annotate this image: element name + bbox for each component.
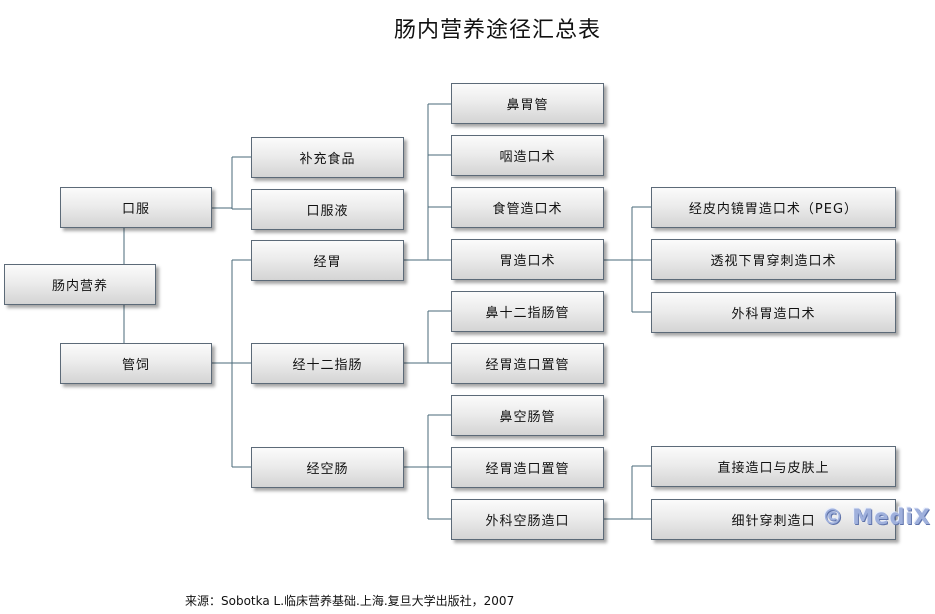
node-tube: 管饲	[60, 343, 212, 384]
node-pharyngostomy: 咽造口术	[451, 135, 604, 176]
node-nasojejunal: 鼻空肠管	[451, 395, 604, 436]
node-fluoro-gastrostomy-label: 透视下胃穿刺造口术	[710, 254, 837, 269]
node-jejunal-label: 经空肠	[306, 462, 349, 477]
node-gastric: 经胃	[251, 240, 404, 281]
node-tube-label: 管饲	[121, 358, 150, 373]
node-oral: 口服	[60, 187, 212, 228]
page-title: 肠内营养途径汇总表	[393, 18, 601, 43]
node-root-label: 肠内营养	[51, 279, 108, 294]
node-supplement-food-label: 补充食品	[299, 152, 356, 167]
node-nasojejunal-label: 鼻空肠管	[499, 410, 556, 425]
node-gastric-label: 经胃	[313, 255, 342, 270]
node-gastro-jejunal-tube: 经胃造口置管	[451, 447, 604, 488]
node-surgical-jejunostomy-label: 外科空肠造口	[485, 514, 570, 529]
source-citation: 来源：Sobotka L.临床营养基础.上海.复旦大学出版社，2007	[185, 594, 515, 608]
node-esophagostomy: 食管造口术	[451, 187, 604, 228]
node-nasoduodenal: 鼻十二指肠管	[451, 291, 604, 332]
node-direct-stoma: 直接造口与皮肤上	[651, 446, 896, 487]
node-needle-stoma-label: 细针穿刺造口	[731, 514, 816, 529]
node-pharyngostomy-label: 咽造口术	[499, 150, 556, 165]
node-supplement-food: 补充食品	[251, 137, 404, 178]
node-jejunal: 经空肠	[251, 447, 404, 488]
node-peg: 经皮内镜胃造口术（PEG）	[651, 187, 896, 228]
node-surgical-gastrostomy: 外科胃造口术	[651, 292, 896, 333]
node-peg-label: 经皮内镜胃造口术（PEG）	[688, 202, 859, 217]
node-oral-liquid-label: 口服液	[306, 204, 349, 219]
node-nasoduodenal-label: 鼻十二指肠管	[485, 306, 570, 321]
node-root: 肠内营养	[4, 264, 156, 305]
node-gastro-jejunal-tube-label: 经胃造口置管	[485, 462, 570, 477]
node-duodenal: 经十二指肠	[251, 343, 404, 384]
node-gastro-duodenal-tube-label: 经胃造口置管	[485, 358, 570, 373]
node-needle-stoma: 细针穿刺造口	[651, 499, 896, 540]
node-direct-stoma-label: 直接造口与皮肤上	[717, 461, 830, 476]
node-fluoro-gastrostomy: 透视下胃穿刺造口术	[651, 239, 896, 280]
node-gastro-duodenal-tube: 经胃造口置管	[451, 343, 604, 384]
node-nasogastric: 鼻胃管	[451, 83, 604, 124]
node-duodenal-label: 经十二指肠	[292, 358, 363, 373]
node-gastrostomy: 胃造口术	[451, 239, 604, 280]
node-oral-liquid: 口服液	[251, 189, 404, 230]
watermark-logo: © MediX	[822, 505, 931, 529]
node-nasogastric-label: 鼻胃管	[506, 98, 549, 113]
node-esophagostomy-label: 食管造口术	[492, 202, 563, 217]
node-surgical-jejunostomy: 外科空肠造口	[451, 499, 604, 540]
node-gastrostomy-label: 胃造口术	[499, 254, 556, 269]
node-oral-label: 口服	[121, 202, 150, 217]
node-surgical-gastrostomy-label: 外科胃造口术	[731, 307, 816, 322]
